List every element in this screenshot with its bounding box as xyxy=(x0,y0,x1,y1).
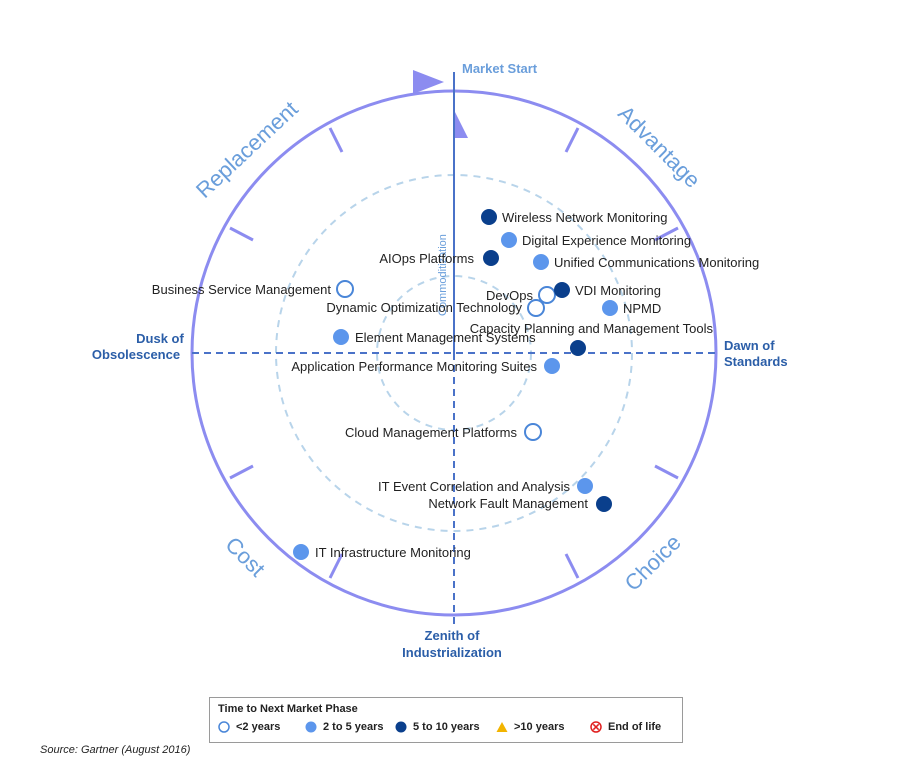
marker-unified-communications-monitoring xyxy=(533,254,549,270)
marker-it-event-correlation-and-analysis xyxy=(577,478,593,494)
marker-aiops-platforms xyxy=(483,250,499,266)
legend-item-lt2: <2 years xyxy=(218,721,280,733)
quadrant-choice-label: Choice xyxy=(620,530,686,596)
marker-network-fault-management xyxy=(596,496,612,512)
label-it-event-correlation-and-analysis: IT Event Correlation and Analysis xyxy=(378,479,570,494)
legend-item-5to10: 5 to 10 years xyxy=(395,721,480,733)
label-capacity-planning-and-management-tools: Capacity Planning and Management Tools xyxy=(470,321,714,336)
priority-matrix-diagram: Market Start Dawn of Standards Dusk of O… xyxy=(92,61,788,660)
label-business-service-management: Business Service Management xyxy=(152,282,332,297)
legend-label-gt10: >10 years xyxy=(514,721,565,733)
marker-npmd xyxy=(602,300,618,316)
inner-arrow-icon xyxy=(455,112,468,138)
dark-blue-dot-icon xyxy=(395,721,407,733)
marker-vdi-monitoring xyxy=(554,282,570,298)
quadrant-replacement-label: Replacement xyxy=(191,96,303,203)
marker-cloud-management-platforms xyxy=(524,423,542,441)
label-dynamic-optimization-technology: Dynamic Optimization Technology xyxy=(326,300,522,315)
label-vdi-monitoring: VDI Monitoring xyxy=(575,283,661,298)
legend-item-gt10: >10 years xyxy=(496,721,564,733)
label-element-management-systems: Element Management Systems xyxy=(355,330,536,345)
source-caption: Source: Gartner (August 2016) xyxy=(40,744,191,756)
label-aiops-platforms: AIOps Platforms xyxy=(379,251,474,266)
open-circle-icon xyxy=(218,721,230,733)
quadrant-advantage-label: Advantage xyxy=(613,101,705,193)
market-start-arrow-icon xyxy=(413,70,444,94)
legend-label-lt2: <2 years xyxy=(236,721,281,733)
standards-label: Standards xyxy=(724,354,788,369)
marker-digital-experience-monitoring xyxy=(501,232,517,248)
legend-label-5to10: 5 to 10 years xyxy=(413,721,480,733)
label-wireless-network-monitoring: Wireless Network Monitoring xyxy=(502,210,667,225)
legend-label-2to5: 2 to 5 years xyxy=(323,721,384,733)
marker-devops xyxy=(538,286,556,304)
legend: Time to Next Market Phase <2 years 2 to … xyxy=(209,697,683,743)
dusk-of-label: Dusk of xyxy=(136,331,184,346)
label-digital-experience-monitoring: Digital Experience Monitoring xyxy=(522,233,691,248)
ring-ticks xyxy=(229,127,679,579)
obsolescence-label: Obsolescence xyxy=(92,347,180,362)
technology-items: Wireless Network Monitoring Digital Expe… xyxy=(152,209,759,560)
marker-capacity-planning-and-management-tools xyxy=(570,340,586,356)
yellow-triangle-icon xyxy=(496,722,508,732)
marker-wireless-network-monitoring xyxy=(481,209,497,225)
zenith-of-label: Zenith of xyxy=(425,628,481,643)
marker-application-performance-monitoring-suites xyxy=(544,358,560,374)
label-devops: DevOps xyxy=(486,288,533,303)
marker-element-management-systems xyxy=(333,329,349,345)
label-cloud-management-platforms: Cloud Management Platforms xyxy=(345,425,517,440)
legend-item-2to5: 2 to 5 years xyxy=(305,721,384,733)
label-unified-communications-monitoring: Unified Communications Monitoring xyxy=(554,255,759,270)
quadrant-cost-label: Cost xyxy=(220,532,270,582)
commoditization-label: Commoditization xyxy=(437,234,449,316)
industrialization-label: Industrialization xyxy=(402,645,502,660)
dawn-of-label: Dawn of xyxy=(724,338,775,353)
light-blue-dot-icon xyxy=(305,721,317,733)
legend-label-eol: End of life xyxy=(608,721,662,733)
marker-dynamic-optimization-technology xyxy=(527,299,545,317)
label-npmd: NPMD xyxy=(623,301,661,316)
market-start-label: Market Start xyxy=(462,61,538,76)
end-of-life-x-circle-icon xyxy=(590,721,602,733)
label-application-performance-monitoring-suites: Application Performance Monitoring Suite… xyxy=(291,359,537,374)
marker-it-infrastructure-monitoring xyxy=(293,544,309,560)
label-it-infrastructure-monitoring: IT Infrastructure Monitoring xyxy=(315,545,471,560)
marker-business-service-management xyxy=(336,280,354,298)
legend-title: Time to Next Market Phase xyxy=(218,703,358,715)
label-network-fault-management: Network Fault Management xyxy=(428,496,588,511)
legend-item-eol: End of life xyxy=(590,721,661,733)
